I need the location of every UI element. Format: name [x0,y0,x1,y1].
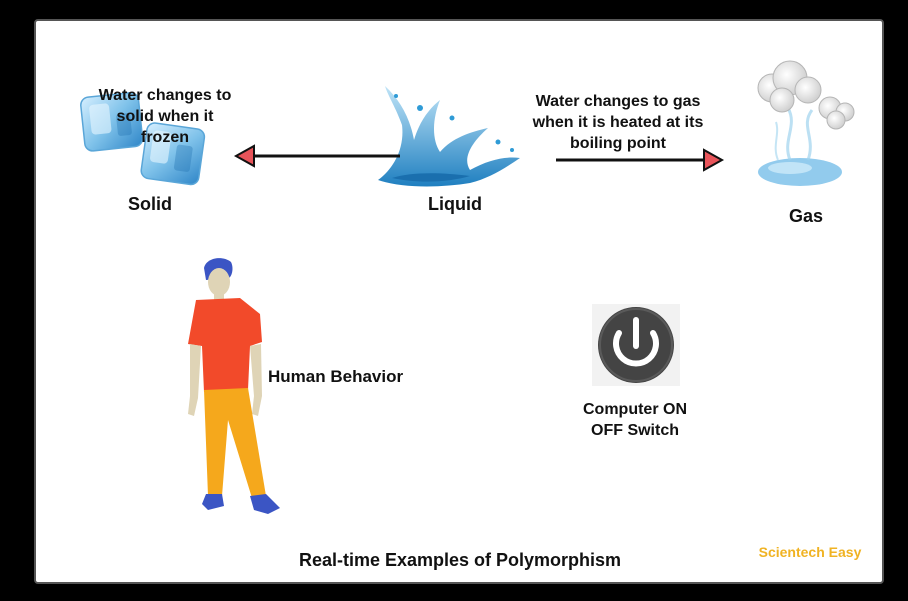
computer-switch-label: Computer ON OFF Switch [583,401,687,439]
ice-cubes-icon [80,91,206,186]
to-solid-caption: Water changes to solid when it frozen [98,87,232,146]
human-behavior-label: Human Behavior [268,367,404,386]
diagram-panel [34,19,884,584]
water-splash-icon [378,86,520,187]
brand-label: Scientech Easy [758,544,862,560]
arrow-to-gas [556,148,725,172]
solid-label: Solid [128,194,172,214]
power-button-icon [592,304,680,386]
to-gas-caption: Water changes to gas when it is heated a… [532,93,704,152]
gas-label: Gas [788,206,824,226]
person-icon [188,258,280,514]
diagram-title: Real-time Examples of Polymorphism [298,550,622,570]
arrow-to-solid [233,144,400,168]
steam-cloud-icon [757,60,855,186]
liquid-label: Liquid [428,194,482,214]
